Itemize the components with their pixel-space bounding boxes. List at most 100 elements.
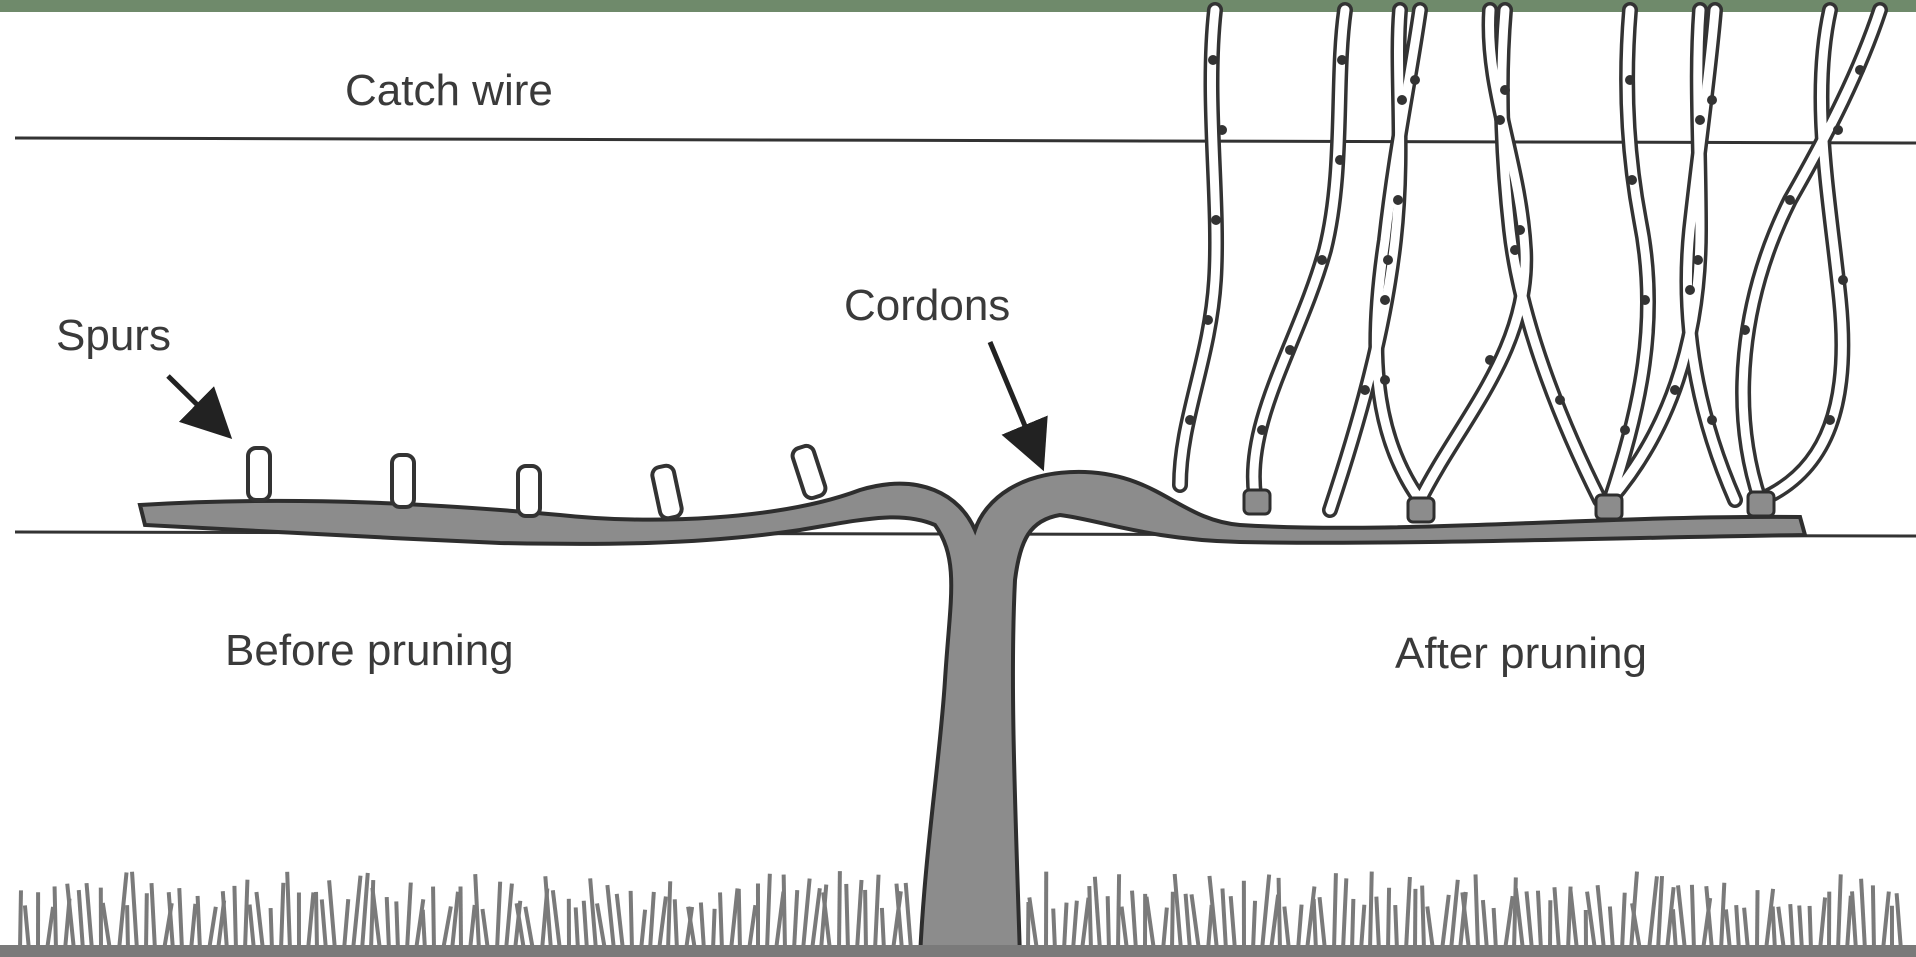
grass-blade <box>506 884 512 950</box>
grass-blade <box>1790 904 1793 950</box>
grass-blade <box>209 907 216 950</box>
grass-blade <box>1146 897 1154 950</box>
grass-blade <box>846 884 848 950</box>
vine-cordon-and-trunk <box>140 472 1805 957</box>
grass-blade <box>650 892 654 950</box>
grass-blade <box>1186 894 1190 950</box>
grass-blade <box>590 878 596 950</box>
grass-blade <box>1073 901 1077 950</box>
grass-blade <box>223 891 227 950</box>
grass-blade <box>198 896 200 950</box>
grass-blade <box>1053 909 1055 950</box>
grass-blade <box>1253 901 1255 950</box>
grass-blade <box>1343 878 1346 950</box>
grass-blade <box>1163 908 1167 950</box>
grass-blade <box>1757 890 1758 950</box>
grass-blade <box>1494 908 1496 950</box>
grass-blade <box>103 903 110 950</box>
spurs-arrow <box>168 376 225 432</box>
grass-blade <box>1314 899 1316 950</box>
grass-blade <box>1861 879 1865 950</box>
grass-blade <box>607 885 614 950</box>
grass-blade <box>720 892 722 950</box>
grass-blade <box>641 910 645 950</box>
grass-blade <box>1082 898 1089 950</box>
grass-blade <box>812 888 820 950</box>
grass-blade <box>617 894 623 950</box>
grass-blade <box>452 892 458 950</box>
grass-blade <box>1820 898 1825 950</box>
grass-blade <box>875 875 879 950</box>
grass-blade <box>1744 908 1748 950</box>
grass-blade <box>423 910 425 950</box>
grass-blade <box>1262 875 1269 950</box>
grass-blade <box>1361 905 1364 950</box>
grass-blade <box>1883 892 1889 950</box>
grass-blade <box>1810 906 1811 950</box>
grass-blade <box>739 889 740 950</box>
grass-blade <box>1538 891 1541 950</box>
grass-blade <box>475 874 479 950</box>
grass-blade <box>1610 906 1613 950</box>
grass-blade <box>1222 889 1226 950</box>
grass-blade <box>545 876 551 950</box>
grass-blade <box>906 883 911 950</box>
grass-blade <box>47 907 53 950</box>
grass-blade <box>1192 894 1199 950</box>
grass-blade <box>179 888 182 950</box>
before-pruning-label: Before pruning <box>225 626 514 675</box>
grass-blade <box>443 906 451 950</box>
grass-blade <box>1838 874 1841 950</box>
grass-blade <box>191 904 195 950</box>
grass-blade <box>132 872 137 950</box>
grass-blade <box>1554 887 1559 950</box>
grass-blade <box>353 876 360 950</box>
grass-blade <box>1298 905 1302 950</box>
grass-blade <box>731 888 737 950</box>
grass-blade <box>882 908 884 950</box>
grass-blade <box>1427 907 1433 950</box>
grass-blade <box>308 892 313 950</box>
grass-blade <box>1476 874 1478 950</box>
grass-blade <box>1587 892 1595 950</box>
grass-blade <box>1095 877 1100 950</box>
grass-blade <box>1231 896 1235 950</box>
grass-blade <box>234 886 236 950</box>
grass-blade <box>701 903 704 950</box>
grass-blade <box>784 875 785 950</box>
grass-blade <box>675 899 677 950</box>
grass-blade <box>146 893 147 950</box>
grass-blade <box>1175 874 1181 950</box>
grass-blade <box>1847 896 1851 950</box>
grass-blade <box>281 883 283 950</box>
grass-blade <box>250 905 254 950</box>
grass-blade <box>1122 907 1127 950</box>
grass-blade <box>1598 885 1604 950</box>
grass-blade <box>525 907 533 950</box>
grass-blade <box>749 905 755 950</box>
grass-blade <box>1778 907 1784 950</box>
grass-blade <box>1064 903 1067 950</box>
grass-blade <box>1370 872 1372 950</box>
grass-blade <box>1658 876 1662 950</box>
grass-blade <box>1726 909 1730 950</box>
grass-blade <box>387 897 389 950</box>
grass-blade <box>497 882 500 950</box>
grass-blade <box>1334 873 1336 950</box>
grass-blade <box>316 892 317 950</box>
grass-blade <box>20 890 21 950</box>
grass-blade <box>1773 906 1775 950</box>
grass-blade <box>1284 907 1289 950</box>
grass-blade <box>1132 891 1136 950</box>
grass-blade <box>1799 905 1802 950</box>
grass-blade <box>631 891 632 950</box>
cordons-arrow <box>990 342 1040 462</box>
grass-blade <box>1527 891 1532 950</box>
grass-blade <box>1873 885 1874 950</box>
grass-blade <box>713 909 715 950</box>
grass-blade <box>344 899 348 950</box>
grass-blade <box>329 880 335 950</box>
grass-blade <box>362 873 368 950</box>
spurs-label: Spurs <box>56 311 171 360</box>
grass-blade <box>470 905 475 950</box>
